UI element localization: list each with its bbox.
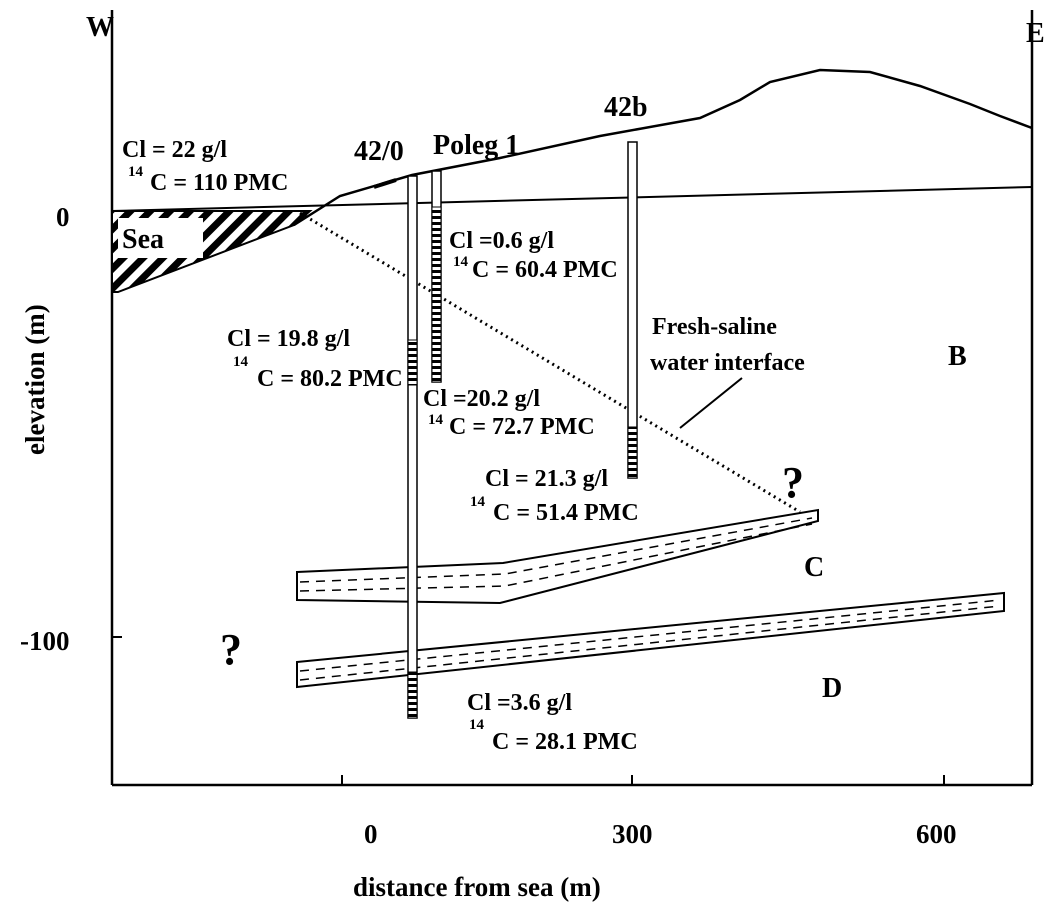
sample-3-c14: C = 80.2 PMC [257,366,403,392]
sample-6-c14-sup: 14 [469,717,485,733]
sample-1-c14-sup: 14 [128,164,144,180]
y-tick-label-0: 0 [56,202,70,232]
sample-6-cl: Cl =3.6 g/l [467,690,572,716]
water-table [111,186,1033,212]
east-label: E [1026,18,1045,49]
sample-2-cl: Cl =0.6 g/l [449,228,554,254]
sea-label: Sea [122,224,164,255]
sample-5-c14: C = 51.4 PMC [493,500,639,526]
well-42b-screen [627,426,638,479]
well-poleg-1-screen [431,206,442,383]
sample-6-c14: C = 28.1 PMC [492,729,638,755]
interface-leader [679,377,743,429]
well-42-0-screen-upper [407,339,418,386]
well-42-0-casing [407,175,418,719]
x-tick-label-600: 600 [916,819,957,849]
zone-b-label: B [948,341,967,372]
x-tick-label-0: 0 [364,819,378,849]
west-label: W [86,12,114,43]
ground-surface [293,68,1033,227]
sample-4-c14-sup: 14 [428,412,444,428]
sample-3-c14-sup: 14 [233,354,249,370]
well-42-0-label: 42/0 [354,136,404,167]
sample-5-c14-sup: 14 [470,494,486,510]
layer-c-dashes-2 [299,523,813,592]
sample-4-cl: Cl =20.2 g/l [423,386,540,412]
sample-1-c14: C = 110 PMC [150,170,288,196]
interface-label-line2: water interface [650,350,805,376]
sample-5-cl: Cl = 21.3 g/l [485,466,608,492]
unknown-mark-upper: ? [782,458,804,507]
layer-c-dashes-1 [299,517,813,583]
well-42-0-screen-lower [407,671,418,719]
sample-3-cl: Cl = 19.8 g/l [227,326,350,352]
layer-c [296,508,819,605]
sample-2-c14: C = 60.4 PMC [472,257,618,283]
sample-4-c14: C = 72.7 PMC [449,414,595,440]
zone-d-label: D [822,673,842,704]
well-42b-label: 42b [604,92,648,123]
interface-label-line1: Fresh-saline [652,314,777,340]
sample-1-cl: Cl = 22 g/l [122,137,227,163]
ground-bump [373,178,397,189]
sea-label-box [118,218,203,258]
x-tick-label-300: 300 [612,819,653,849]
fresh-saline-interface [299,211,801,514]
y-tick-label-minus100: -100 [20,626,70,656]
well-poleg-1-label: Poleg 1 [433,130,519,161]
zone-c-label: C [804,552,824,583]
sample-2-c14-sup: 14 [453,254,469,270]
layer-d [296,591,1005,689]
unknown-mark-lower: ? [220,625,242,674]
x-axis-title: distance from sea (m) [353,872,601,902]
y-axis-title: elevation (m) [20,304,50,455]
